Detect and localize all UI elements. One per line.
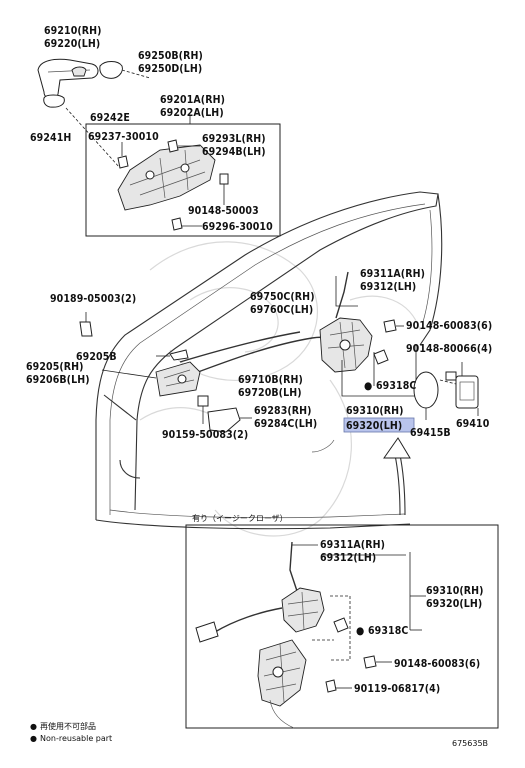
inset-label-90148-60083: 90148-60083(6) — [394, 658, 480, 670]
label-69415B: 69415B — [410, 427, 451, 439]
door-outline — [95, 191, 443, 530]
inset-label-69318C: 69318C — [368, 625, 408, 637]
label-69312: 69312(LH) — [360, 281, 416, 293]
label-90189: 90189-05003(2) — [50, 293, 136, 305]
outside-handle — [37, 58, 99, 100]
label-69720B: 69720B(LH) — [238, 387, 302, 399]
inset-label-69312: 69312(LH) — [320, 552, 376, 564]
lock-area — [179, 271, 479, 516]
legend-jp: 再使用不可部品 — [40, 721, 96, 731]
label-90148-80066: 90148-80066(4) — [406, 343, 492, 355]
label-69318C-dot: ● — [364, 380, 372, 392]
inset-easy-closer — [185, 524, 499, 729]
label-69750C: 69750C(RH) — [250, 291, 315, 303]
legend-en: Non-reusable part — [40, 734, 112, 743]
label-69241H: 69241H — [30, 132, 71, 144]
handle-cap — [99, 61, 123, 79]
legend-dot-1: ● — [30, 722, 37, 731]
label-69293L: 69293L(RH) — [202, 133, 266, 145]
inset-label-69311A: 69311A(RH) — [320, 539, 385, 551]
label-69220: 69220(LH) — [44, 38, 100, 50]
inset-label-90119: 90119-06817(4) — [354, 683, 440, 695]
label-69760C: 69760C(LH) — [250, 304, 313, 316]
label-69294B: 69294B(LH) — [202, 146, 266, 158]
label-69210: 69210(RH) — [44, 25, 102, 37]
label-69310: 69310(RH) — [346, 405, 404, 417]
label-69202A: 69202A(LH) — [160, 107, 224, 119]
highlight-69320 — [343, 417, 415, 433]
label-69205: 69205(RH) — [26, 361, 84, 373]
lock-cable — [189, 336, 343, 376]
label-69311A: 69311A(RH) — [360, 268, 425, 280]
label-69201A: 69201A(RH) — [160, 94, 225, 106]
label-69296: 69296-30010 — [202, 221, 273, 233]
inset-label-69320: 69320(LH) — [426, 598, 482, 610]
handle-frame — [117, 144, 216, 211]
label-69205B: 69205B — [76, 351, 117, 363]
label-69250B: 69250B(RH) — [138, 50, 203, 62]
label-69250D: 69250D(LH) — [138, 63, 202, 75]
inside-handle-group — [79, 312, 252, 433]
legend-dot-2: ● — [30, 734, 37, 743]
label-90148-50003: 90148-50003 — [188, 205, 259, 217]
label-69710B: 69710B(RH) — [238, 374, 303, 386]
label-69283: 69283(RH) — [254, 405, 312, 417]
labels: 69210(RH) 69220(LH) 69250B(RH) 69250D(LH… — [26, 25, 492, 748]
diagram-id: 675635B — [452, 739, 488, 748]
label-69242E: 69242E — [90, 112, 130, 124]
label-69206B: 69206B(LH) — [26, 374, 90, 386]
label-69318C: 69318C — [376, 380, 416, 392]
label-90148-60083: 90148-60083(6) — [406, 320, 492, 332]
outside-handle-group — [37, 58, 151, 169]
label-69237: 69237-30010 — [88, 131, 159, 143]
handle-frame-box — [85, 116, 281, 237]
handle-pad — [43, 94, 65, 108]
lock-rod — [335, 271, 349, 319]
inset-title: 有り（イージークローザ） — [192, 513, 288, 523]
inset-label-69310: 69310(RH) — [426, 585, 484, 597]
label-69410: 69410 — [456, 418, 490, 430]
label-69284C: 69284C(LH) — [254, 418, 317, 430]
label-69320: 69320(LH) — [346, 420, 402, 432]
label-90159: 90159-50083(2) — [162, 429, 248, 441]
inset-label-69318C-dot: ● — [356, 625, 364, 637]
